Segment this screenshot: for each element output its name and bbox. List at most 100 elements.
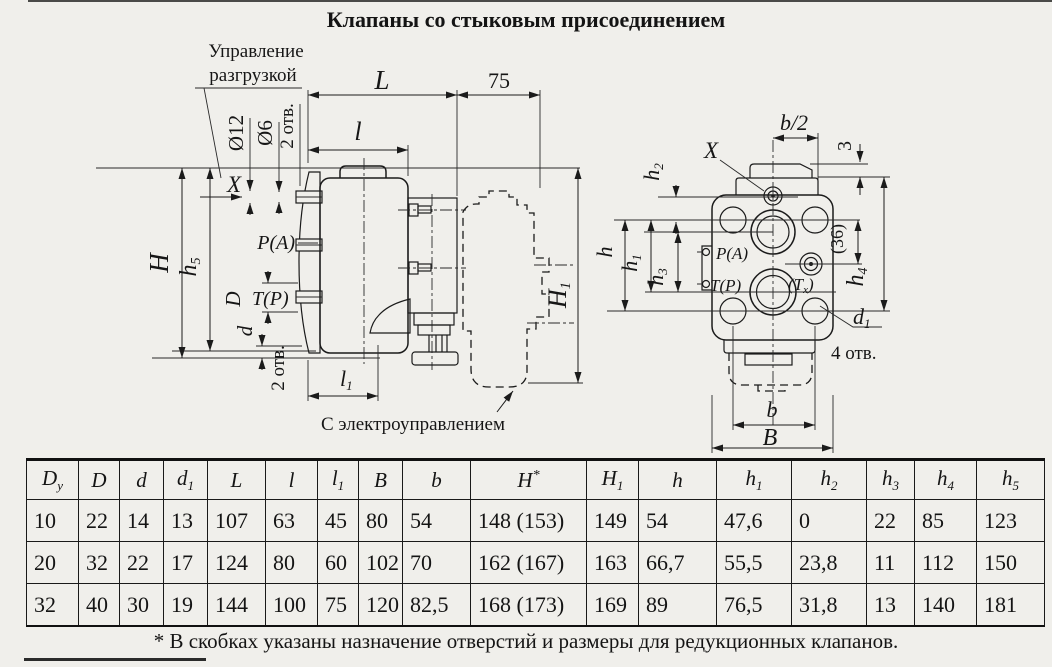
label-unload-control-line2: разгрузкой xyxy=(209,65,296,86)
table-cell: 82,5 xyxy=(402,583,471,627)
col-header-H-star: H* xyxy=(470,458,587,500)
table-cell: 0 xyxy=(791,499,867,542)
col-header-h2: h2 xyxy=(791,458,867,500)
label-port-tp: T(P) xyxy=(252,288,289,310)
table-cell: 22 xyxy=(78,499,120,542)
label-dia12: Ø12 xyxy=(224,115,248,151)
table-cell: 181 xyxy=(976,583,1045,627)
col-header-D: D xyxy=(78,458,120,500)
label-dim-d: d xyxy=(233,325,257,336)
flange-port-stubs xyxy=(295,190,323,304)
label-dim-d1: d1 xyxy=(853,304,871,331)
table-cell: 54 xyxy=(402,499,471,542)
label-dim-b-half: b/2 xyxy=(780,110,808,135)
label-four-holes: 4 отв. xyxy=(831,343,877,364)
table-cell: 123 xyxy=(976,499,1045,542)
table-cell: 168 (173) xyxy=(470,583,587,627)
label-dim-75: 75 xyxy=(488,68,510,93)
table-cell: 120 xyxy=(358,583,403,627)
label-dim-36: (36) xyxy=(827,224,848,254)
scan-edge-artifact-top xyxy=(28,0,1052,2)
table-cell: 100 xyxy=(265,583,318,627)
table-cell: 45 xyxy=(317,499,359,542)
table-row: 32 40 30 19 144 100 75 120 82,5 168 (173… xyxy=(26,583,1045,627)
right-figure-port-face-view: b/2 X h2 h h1 h3 P(A) T(P) (Tx) (36) h4 … xyxy=(592,110,890,453)
table-row: 10 22 14 13 107 63 45 80 54 148 (153) 14… xyxy=(26,499,1045,542)
table-cell: 17 xyxy=(163,541,208,584)
table-cell: 169 xyxy=(586,583,639,627)
table-cell: 80 xyxy=(265,541,318,584)
label-dim-l1: l1 xyxy=(340,366,353,393)
table-cell: 20 xyxy=(26,541,79,584)
label-dim-h3: h3 xyxy=(643,268,670,286)
col-header-h5: h5 xyxy=(976,458,1045,500)
label-dia6: Ø6 xyxy=(253,120,277,146)
label-dim-h5: h5 xyxy=(176,258,204,277)
table-cell: 85 xyxy=(914,499,977,542)
col-header-B: B xyxy=(358,458,403,500)
table-cell: 13 xyxy=(163,499,208,542)
label-two-holes-bottom: 2 отв. xyxy=(268,345,289,391)
label-port-tp: T(P) xyxy=(710,276,742,295)
table-cell: 40 xyxy=(78,583,120,627)
table-cell: 11 xyxy=(866,541,915,584)
table-cell: 89 xyxy=(638,583,717,627)
table-cell: 10 xyxy=(26,499,79,542)
label-port-pa: P(A) xyxy=(256,232,295,254)
col-header-l1: l1 xyxy=(317,458,359,500)
table-cell: 47,6 xyxy=(716,499,792,542)
label-dim-H: H xyxy=(144,252,174,274)
label-section-x: X xyxy=(226,172,242,197)
table-cell: 149 xyxy=(586,499,639,542)
table-cell: 60 xyxy=(317,541,359,584)
label-unload-control-line1: Управление xyxy=(208,41,303,62)
table-cell: 32 xyxy=(78,541,120,584)
dimension-table: Dу D d d1 L l l1 B b H* H1 h h1 h2 h3 h4… xyxy=(26,458,1045,627)
table-cell: 124 xyxy=(207,541,266,584)
label-port-tx: (Tx) xyxy=(788,275,814,296)
table-cell: 102 xyxy=(358,541,403,584)
label-two-holes-top: 2 отв. xyxy=(277,103,298,149)
scan-edge-artifact-bottom xyxy=(24,658,206,661)
label-section-x: X xyxy=(703,138,719,163)
table-cell: 23,8 xyxy=(791,541,867,584)
col-header-d1: d1 xyxy=(163,458,208,500)
table-cell: 30 xyxy=(119,583,164,627)
table-cell: 144 xyxy=(207,583,266,627)
table-cell: 70 xyxy=(402,541,471,584)
label-dim-b: b xyxy=(767,397,778,422)
label-dim-B: B xyxy=(763,425,778,451)
label-dim-h2: h2 xyxy=(639,163,666,181)
label-dim-3: 3 xyxy=(834,141,856,151)
table-cell: 107 xyxy=(207,499,266,542)
col-header-b: b xyxy=(402,458,471,500)
col-header-h: h xyxy=(638,458,717,500)
col-header-H1: H1 xyxy=(586,458,639,500)
col-header-h1: h1 xyxy=(716,458,792,500)
table-cell: 55,5 xyxy=(716,541,792,584)
col-header-h3: h3 xyxy=(866,458,915,500)
table-cell: 66,7 xyxy=(638,541,717,584)
label-dim-l: l xyxy=(354,117,361,146)
table-cell: 54 xyxy=(638,499,717,542)
left-figure-side-view: Управление разгрузкой Ø12 Ø6 2 отв. L 75… xyxy=(96,41,583,435)
label-electro-control: С электроуправлением xyxy=(321,414,505,435)
table-row: 20 32 22 17 124 80 60 102 70 162 (167) 1… xyxy=(26,541,1045,584)
table-cell: 76,5 xyxy=(716,583,792,627)
col-header-h4: h4 xyxy=(914,458,977,500)
label-dim-h4: h4 xyxy=(843,268,871,287)
label-dim-h1: h1 xyxy=(617,254,644,272)
col-header-L: L xyxy=(207,458,266,500)
table-cell: 32 xyxy=(26,583,79,627)
table-cell: 19 xyxy=(163,583,208,627)
table-cell: 13 xyxy=(866,583,915,627)
table-header-row: Dу D d d1 L l l1 B b H* H1 h h1 h2 h3 h4… xyxy=(26,458,1045,500)
label-dim-D: D xyxy=(221,291,245,307)
table-cell: 148 (153) xyxy=(470,499,587,542)
table-cell: 75 xyxy=(317,583,359,627)
label-dim-H1: H1 xyxy=(543,282,574,309)
col-header-l: l xyxy=(265,458,318,500)
col-header-dy: Dу xyxy=(26,458,79,500)
